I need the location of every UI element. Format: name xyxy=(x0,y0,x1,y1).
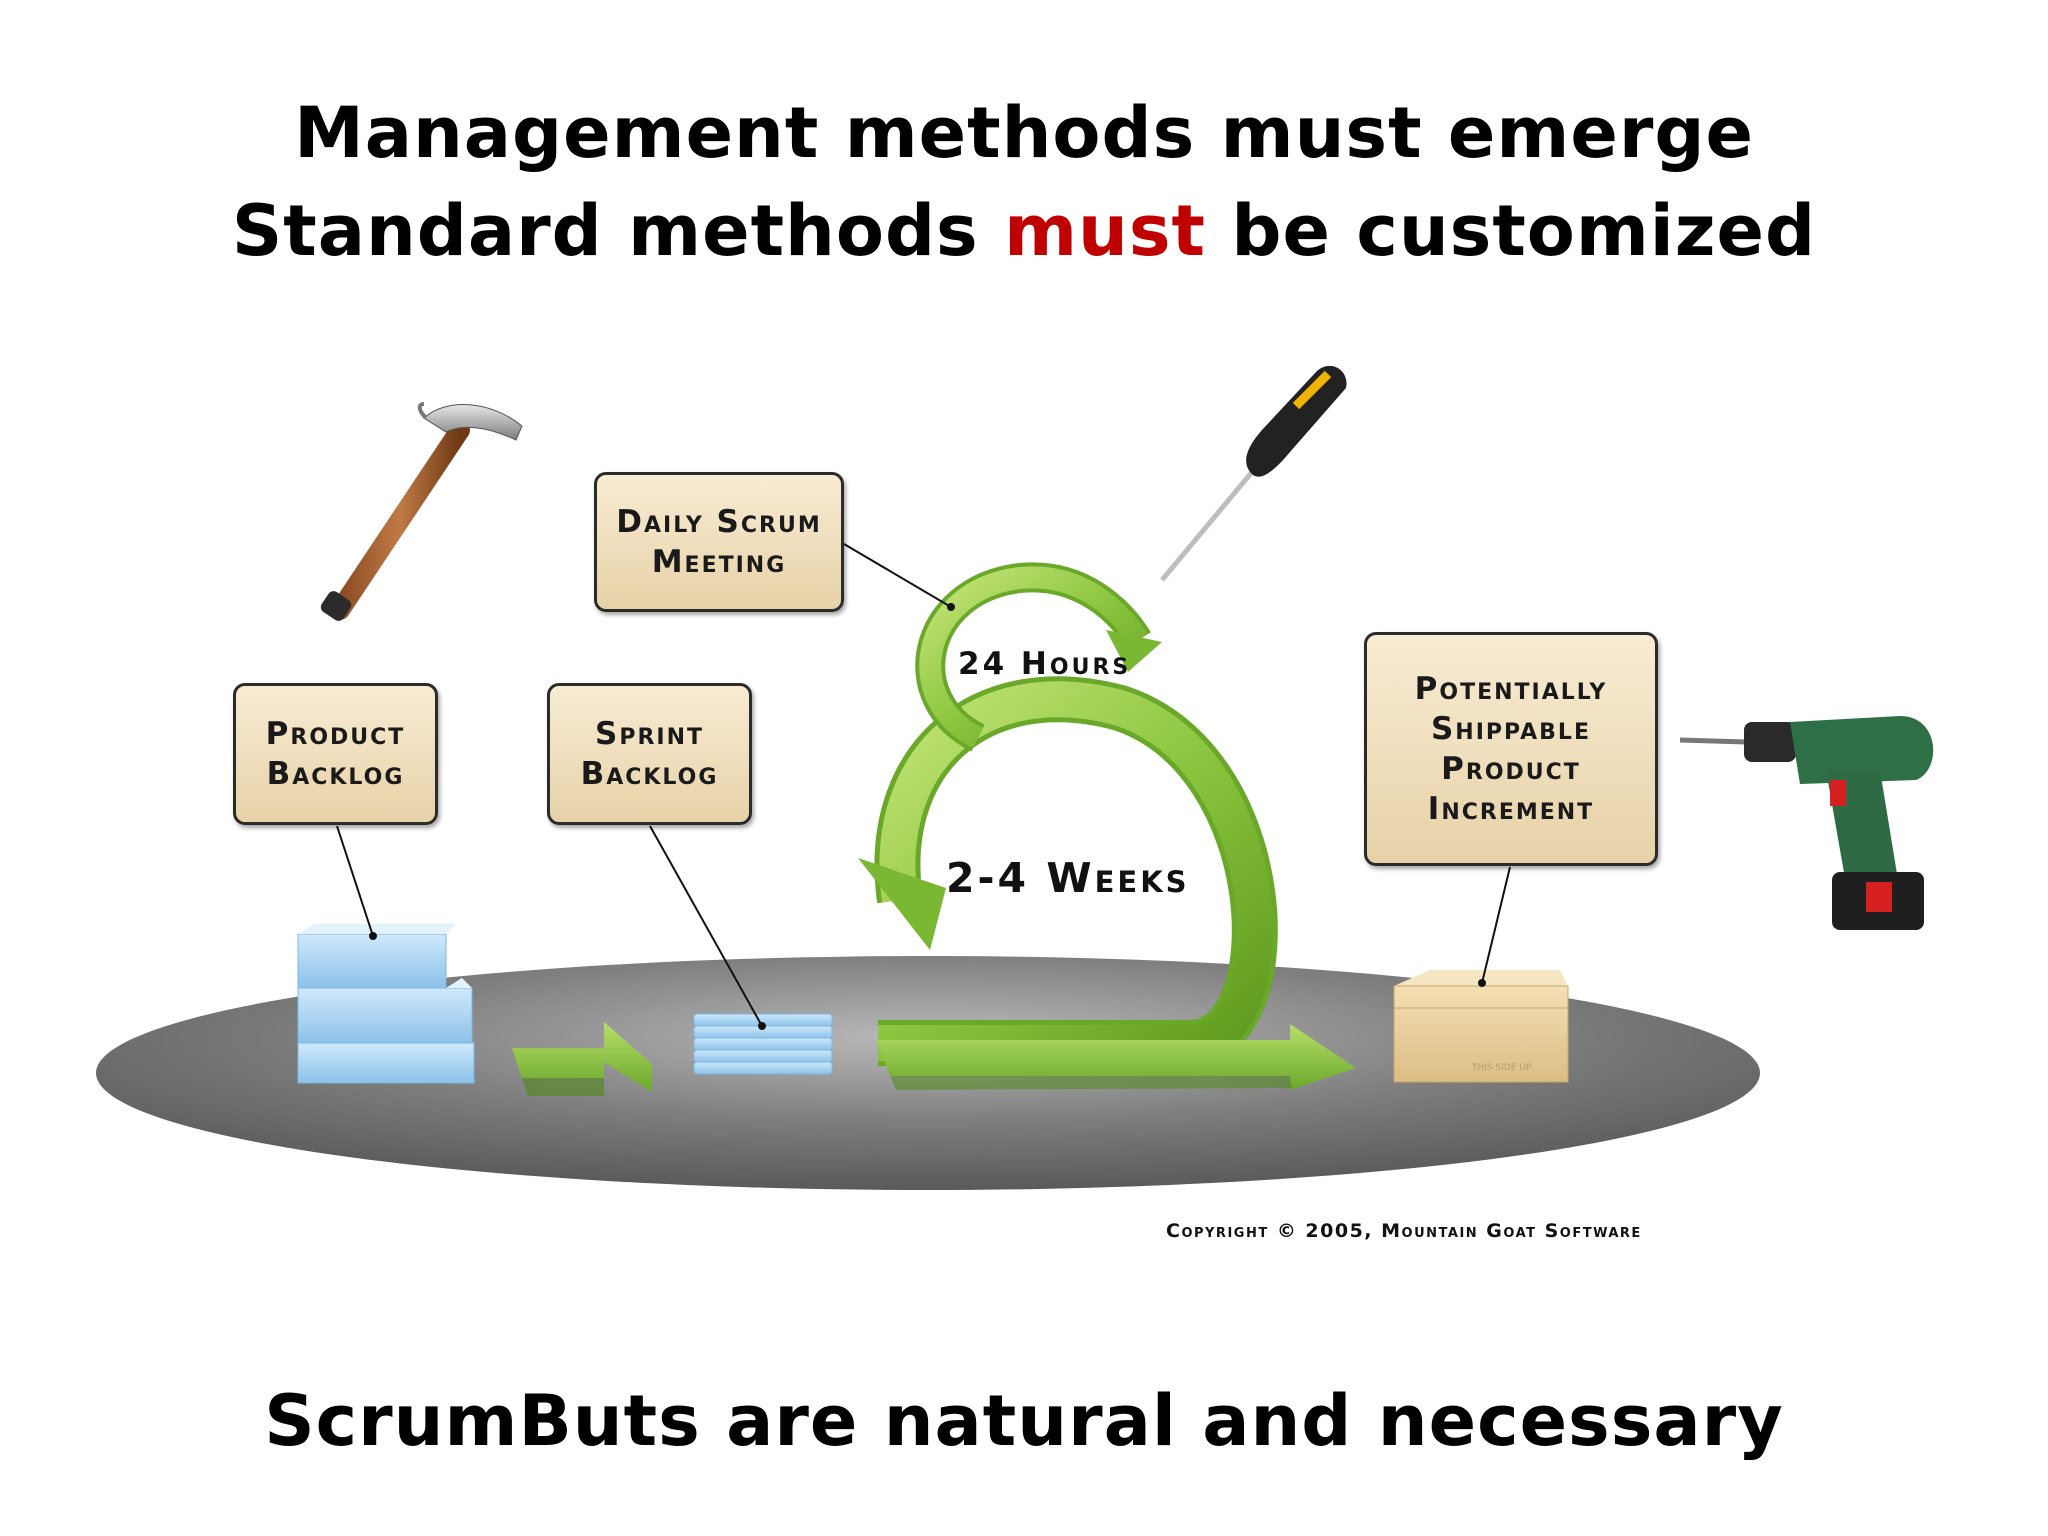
footer-statement: ScrumButs are natural and necessary xyxy=(264,1380,1784,1462)
shipping-box xyxy=(1393,970,1569,1083)
drill-icon xyxy=(1679,716,1934,930)
sprint-cycle-label: 2-4 Weeks xyxy=(946,854,1190,902)
heading-line-1: Management methods must emerge xyxy=(294,92,1754,174)
sprint-backlog-label: Sprint Backlog xyxy=(547,683,752,825)
copyright-notice: Copyright © 2005, Mountain Goat Software xyxy=(1166,1220,1642,1242)
daily-cycle-label: 24 Hours xyxy=(958,646,1132,682)
heading-line-2: Standard methods must be customized xyxy=(0,190,2048,272)
hammer-icon xyxy=(320,402,523,621)
increment-label: Potentially Shippable Product Increment xyxy=(1364,632,1658,866)
product-backlog-label: Product Backlog xyxy=(233,683,438,825)
heading-accent-word: must xyxy=(1004,190,1206,272)
box-side-text: THIS SIDE UP xyxy=(1472,1063,1532,1073)
heading-line-2-start: Standard methods xyxy=(231,190,1005,272)
screwdriver-icon xyxy=(1160,365,1347,582)
product-backlog-stack xyxy=(297,924,475,1084)
daily-scrum-label: Daily Scrum Meeting xyxy=(594,472,844,612)
flow-arrow-1 xyxy=(512,1022,652,1092)
daily-cycle-arrow xyxy=(915,562,1162,752)
connector-lines xyxy=(336,543,1511,1027)
sprint-backlog-stack xyxy=(693,1013,833,1075)
heading-line-2-end: be customized xyxy=(1206,190,1817,272)
sprint-cycle-arrow xyxy=(858,676,1356,1090)
